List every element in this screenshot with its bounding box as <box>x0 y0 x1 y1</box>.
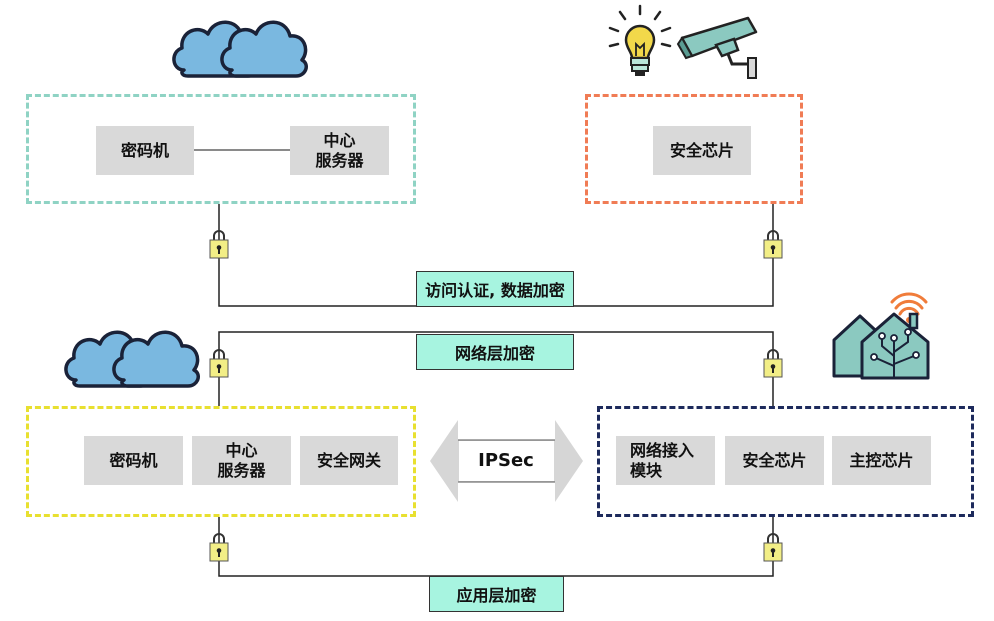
application-layer-encryption-label: 应用层加密 <box>429 576 564 612</box>
bottom-right-dashed-group <box>597 406 974 517</box>
top-right-dashed-group <box>585 94 803 204</box>
ipsec-label: IPSec <box>478 450 534 471</box>
node-main-control-chip: 主控芯片 <box>832 436 931 485</box>
smart-home-icon <box>832 292 930 380</box>
security-camera-icon <box>676 16 758 79</box>
node-cipher-machine: 密码机 <box>96 126 194 175</box>
light-bulb-icon <box>608 4 672 76</box>
auth-encryption-label: 访问认证, 数据加密 <box>416 271 574 307</box>
node-network-access-module: 网络接入 模块 <box>616 436 715 485</box>
node-security-chip: 安全芯片 <box>725 436 824 485</box>
bottom-left-dashed-group <box>26 406 416 517</box>
network-layer-encryption-label: 网络层加密 <box>416 334 574 370</box>
node-central-server: 中心 服务器 <box>192 436 291 485</box>
node-security-chip: 安全芯片 <box>653 126 751 175</box>
node-central-server: 中心 服务器 <box>290 126 389 175</box>
top-left-dashed-group <box>26 94 416 204</box>
node-cipher-machine: 密码机 <box>84 436 183 485</box>
node-security-gateway: 安全网关 <box>300 436 398 485</box>
